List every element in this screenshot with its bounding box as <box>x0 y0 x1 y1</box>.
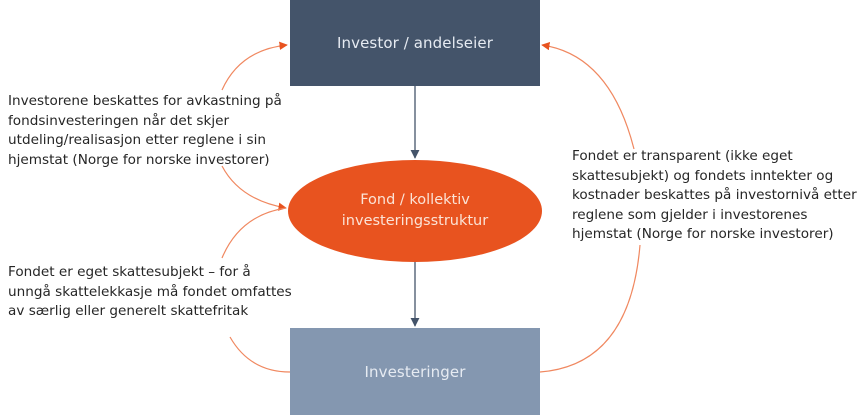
fund-node: Fond / kollektiv investeringsstruktur <box>288 160 542 262</box>
investor-node-label: Investor / andelseier <box>337 34 493 52</box>
investments-node: Investeringer <box>290 328 540 415</box>
fund-node-label-line-2: investeringsstruktur <box>341 213 489 229</box>
note-fund-tax-subject: Fondet er eget skattesubjekt – for å unn… <box>8 264 292 319</box>
investor-node: Investor / andelseier <box>290 0 540 86</box>
curve-note-left-top-to-fund <box>221 165 287 211</box>
investments-node-label: Investeringer <box>364 362 466 381</box>
curve-note-left-bottom-to-fund <box>221 207 287 259</box>
curve-note-left-top-to-investor <box>221 41 288 91</box>
curve-investments-to-note-left-bottom <box>229 336 291 373</box>
note-fund-transparent: Fondet er transparent (ikke eget skattes… <box>572 148 857 242</box>
curve-investments-to-note-right <box>539 244 641 373</box>
fund-node-label-line-1: Fond / kollektiv <box>360 192 470 208</box>
note-investor-taxation: Investorene beskattes for avkastning på … <box>8 93 282 168</box>
curve-note-right-to-investor <box>541 41 635 150</box>
